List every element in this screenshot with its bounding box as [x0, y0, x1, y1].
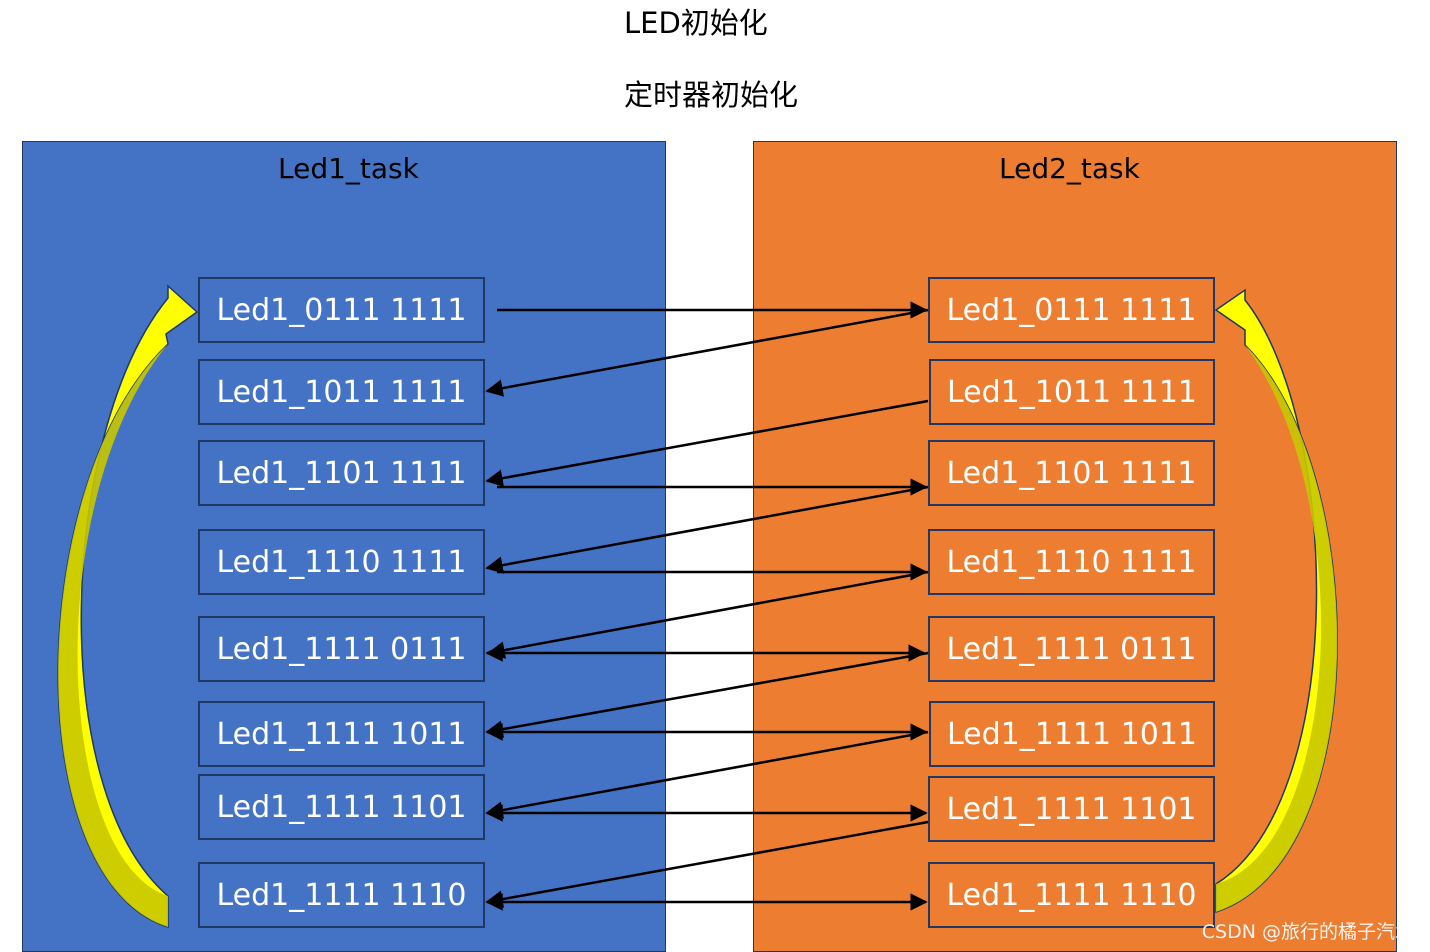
right-state-box: Led1_1101 1111	[928, 440, 1215, 506]
arrow-diagonal-back	[485, 651, 929, 738]
left-state-box: Led1_1111 0111	[198, 616, 485, 682]
arrow-diagonal-back	[487, 570, 929, 659]
left-loop-shade	[58, 344, 168, 927]
left-state-box: Led1_1011 1111	[198, 359, 485, 425]
left-state-box: Led1_1111 1110	[198, 862, 485, 928]
arrow-diagonal-back	[485, 308, 929, 397]
led2-task-label: Led2_task	[999, 152, 1140, 185]
right-state-box: Led1_1111 1110	[928, 862, 1215, 928]
led-init-title: LED初始化	[624, 6, 768, 40]
right-state-box: Led1_0111 1111	[928, 277, 1215, 343]
right-state-box: Led1_1110 1111	[928, 529, 1215, 595]
arrow-diagonal-back	[485, 485, 929, 574]
left-state-box: Led1_1111 1011	[198, 701, 485, 767]
right-state-box: Led1_1011 1111	[929, 359, 1215, 425]
left-state-box: Led1_0111 1111	[198, 277, 485, 343]
right-state-box: Led1_1111 0111	[928, 616, 1215, 682]
left-state-box: Led1_1101 1111	[198, 440, 485, 506]
left-state-box: Led1_1110 1111	[198, 529, 485, 595]
right-state-box: Led1_1111 1011	[929, 701, 1215, 767]
led1-task-label: Led1_task	[278, 152, 419, 185]
watermark: CSDN @旅行的橘子汽水	[1201, 921, 1414, 943]
right-state-box: Led1_1111 1101	[928, 776, 1215, 842]
timer-init-title: 定时器初始化	[624, 78, 799, 112]
left-state-box: Led1_1111 1101	[198, 774, 485, 840]
arrow-diagonal-back	[485, 730, 929, 819]
right-loop-shade	[1216, 345, 1338, 912]
arrow-diagonal-back	[485, 820, 929, 908]
arrow-diagonal-back	[485, 399, 929, 487]
right-loop-arrow	[1214, 288, 1338, 914]
